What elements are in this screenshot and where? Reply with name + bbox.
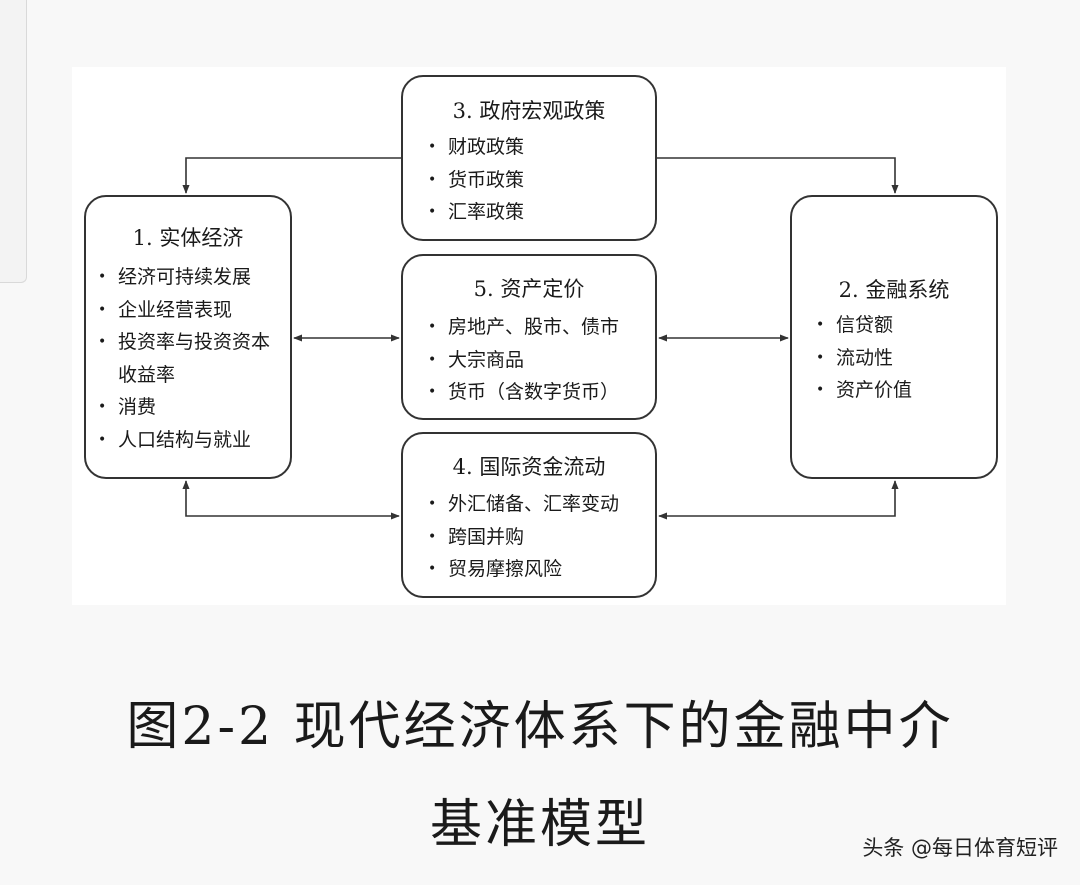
list-item: 企业经营表现 <box>98 294 288 327</box>
side-panel-edge <box>0 0 27 283</box>
box-asset-pricing: 5. 资产定价 房地产、股市、债市 大宗商品 货币（含数字货币） <box>401 254 657 420</box>
arrow-international-capital-financial-system <box>658 480 899 520</box>
figure-caption-line-2: 基准模型 <box>429 795 650 855</box>
arrow-real-economy-international-capital <box>182 480 400 520</box>
box-real-economy: 1. 实体经济 经济可持续发展 企业经营表现 投资率与投资资本收益率 消费 人口… <box>84 195 292 479</box>
list-item: 房地产、股市、债市 <box>428 311 619 344</box>
list-item: 经济可持续发展 <box>98 261 288 294</box>
list-item: 汇率政策 <box>428 196 524 229</box>
box-international-capital: 4. 国际资金流动 外汇储备、汇率变动 跨国并购 贸易摩擦风险 <box>401 432 657 598</box>
list-item: 资产价值 <box>816 374 912 407</box>
figure-caption-line-1: 图2-2 现代经济体系下的金融中介 <box>126 697 954 757</box>
list-item: 货币（含数字货币） <box>428 376 619 409</box>
box-title: 1. 实体经济 <box>132 226 244 250</box>
arrow-policy-to-real-economy <box>182 157 401 194</box>
list-item: 贸易摩擦风险 <box>428 553 619 586</box>
list-item: 流动性 <box>816 342 912 375</box>
arrow-policy-to-financial-system <box>657 157 899 194</box>
list-item: 投资率与投资资本收益率 <box>98 326 270 391</box>
watermark: 头条 @每日体育短评 <box>862 836 1058 860</box>
list-item: 消费 <box>98 391 288 424</box>
box-title: 3. 政府宏观政策 <box>452 99 606 123</box>
list-item: 大宗商品 <box>428 344 619 377</box>
box-government-policy: 3. 政府宏观政策 财政政策 货币政策 汇率政策 <box>401 75 657 241</box>
box-financial-system: 2. 金融系统 信贷额 流动性 资产价值 <box>790 195 998 479</box>
box-title: 5. 资产定价 <box>473 277 585 301</box>
list-item: 跨国并购 <box>428 521 619 554</box>
list-item: 人口结构与就业 <box>98 424 288 457</box>
list-item: 外汇储备、汇率变动 <box>428 488 619 521</box>
list-item: 货币政策 <box>428 164 524 197</box>
list-item: 财政政策 <box>428 131 524 164</box>
box-title: 2. 金融系统 <box>838 278 950 302</box>
box-title: 4. 国际资金流动 <box>452 455 606 479</box>
list-item: 信贷额 <box>816 309 912 342</box>
